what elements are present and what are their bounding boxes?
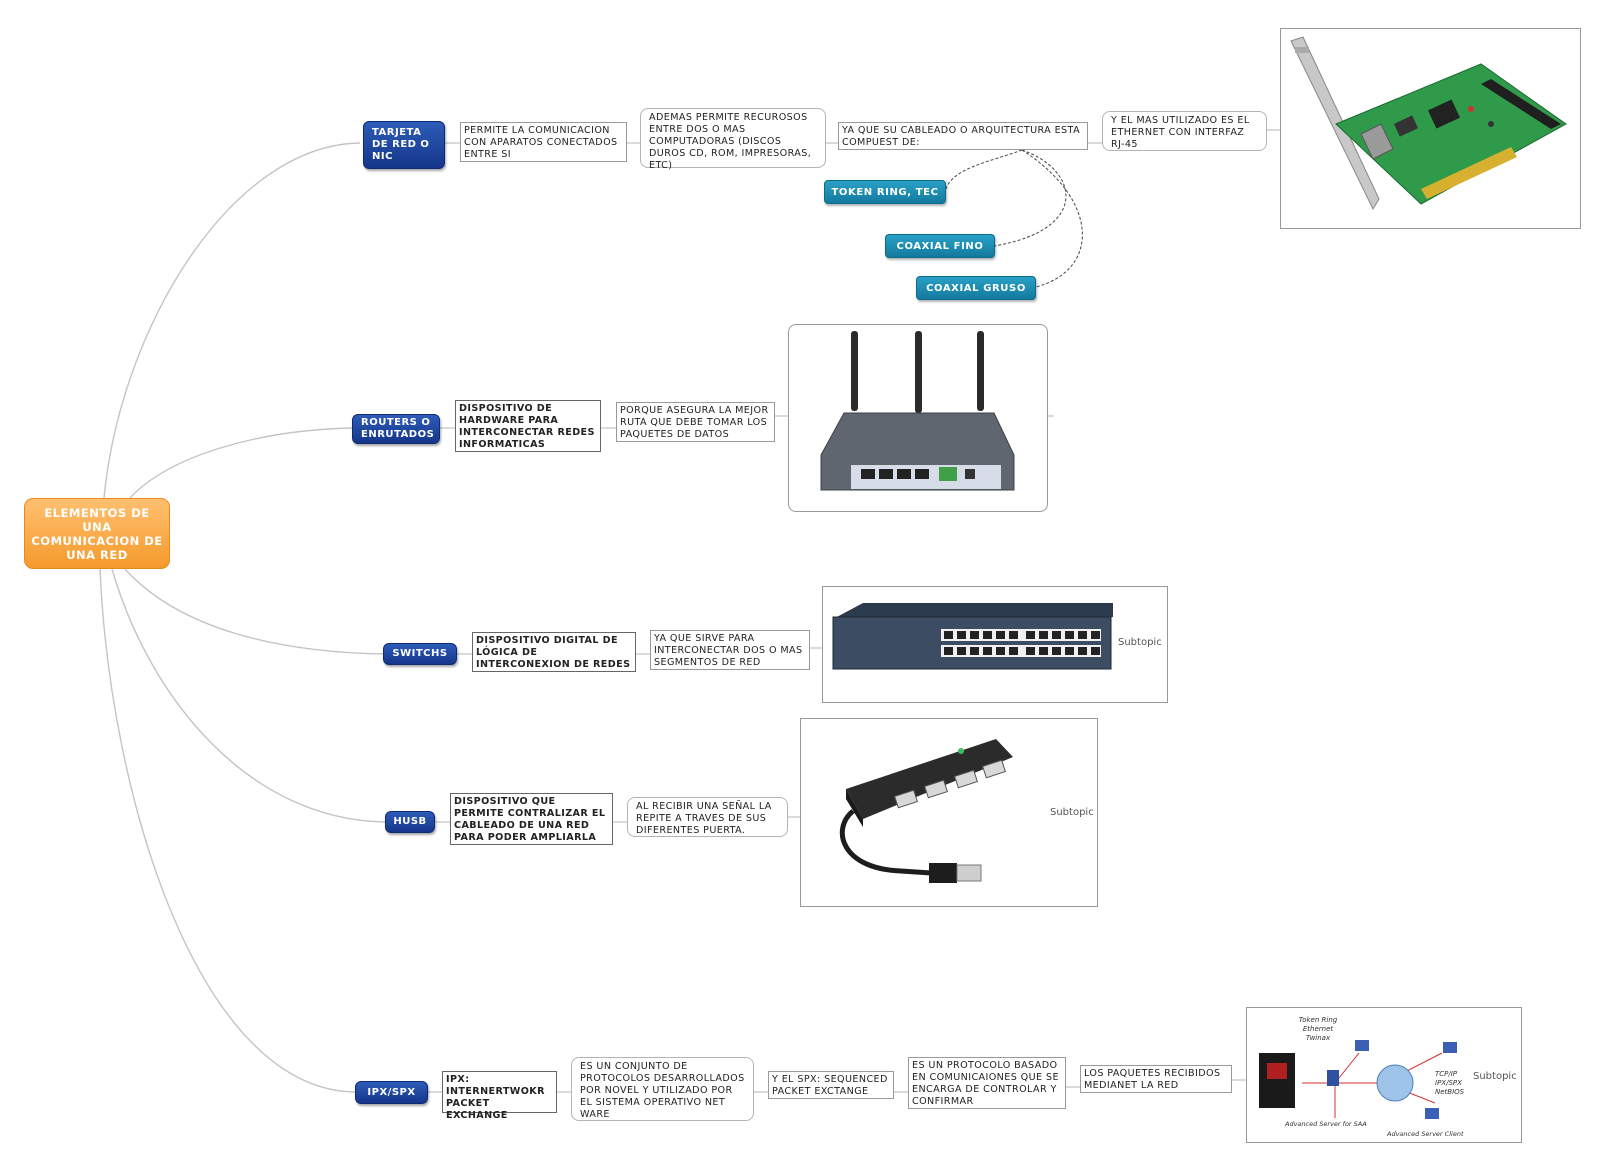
ipx-desc-4-text: ES UN PROTOCOLO BASADO EN COMUNICAIONES … bbox=[912, 1060, 1059, 1107]
ipx-desc-2-text: ES UN CONJUNTO DE PROTOCOLOS DESARROLLAD… bbox=[580, 1061, 745, 1120]
ipx-subtopic[interactable]: Subtopic bbox=[1473, 1071, 1517, 1082]
topic-husb-label: HUSB bbox=[393, 816, 427, 827]
switch-icon bbox=[832, 603, 1113, 670]
nic-card-image[interactable] bbox=[1280, 28, 1581, 229]
ipx-desc-3-text: Y EL SPX: SEQUENCED PACKET EXCTANGE bbox=[772, 1074, 888, 1097]
ipx-desc-4[interactable]: ES UN PROTOCOLO BASADO EN COMUNICAIONES … bbox=[908, 1057, 1066, 1109]
routers-desc-2-text: PORQUE ASEGURA LA MEJOR RUTA QUE DEBE TO… bbox=[620, 405, 769, 440]
switch-desc-2-text: YA QUE SIRVE PARA INTERCONECTAR DOS O MA… bbox=[654, 633, 803, 668]
router-image[interactable] bbox=[788, 324, 1048, 512]
topic-routers-label: ROUTERS O ENRUTADOS bbox=[361, 417, 435, 440]
ipx-desc-3[interactable]: Y EL SPX: SEQUENCED PACKET EXCTANGE bbox=[768, 1071, 894, 1099]
topic-ipx-spx[interactable]: IPX/SPX bbox=[355, 1081, 428, 1104]
switch-subtopic[interactable]: Subtopic bbox=[1118, 637, 1162, 648]
routers-desc-1[interactable]: DISPOSITIVO DE HARDWARE PARA INTERCONECT… bbox=[455, 400, 601, 452]
tarjeta-desc-4-text: Y EL MAS UTILIZADO ES EL ETHERNET CON IN… bbox=[1111, 115, 1250, 150]
ipx-desc-1[interactable]: IPX: INTERNERTWOKR PACKET EXCHANGE bbox=[442, 1071, 557, 1121]
ipx-desc-5-text: LOS PAQUETES RECIBIDOS MEDIANET LA RED bbox=[1084, 1068, 1221, 1091]
husb-desc-1[interactable]: DISPOSITIVO QUE PERMITE CONTRALIZAR EL C… bbox=[450, 793, 613, 845]
router-icon bbox=[820, 331, 1015, 491]
diagram-label-client: Advanced Server Client bbox=[1387, 1130, 1464, 1138]
tarjeta-desc-3-text: YA QUE SU CABLEADO O ARQUITECTURA ESTA C… bbox=[842, 125, 1081, 148]
cable-token-ring-label: TOKEN RING, TEC bbox=[831, 186, 939, 198]
topic-tarjeta-label: TARJETA DE RED O NIC bbox=[372, 127, 430, 162]
ipx-desc-5[interactable]: LOS PAQUETES RECIBIDOS MEDIANET LA RED bbox=[1080, 1065, 1232, 1093]
husb-desc-2-text: AL RECIBIR UNA SEÑAL LA REPITE A TRAVES … bbox=[636, 801, 772, 836]
central-topic-label: ELEMENTOS DE UNA COMUNICACION DE UNA RED bbox=[31, 505, 163, 562]
tarjeta-desc-1[interactable]: PERMITE LA COMUNICACION CON APARATOS CON… bbox=[460, 122, 627, 162]
switch-desc-2[interactable]: YA QUE SIRVE PARA INTERCONECTAR DOS O MA… bbox=[650, 630, 810, 670]
routers-desc-1-text: DISPOSITIVO DE HARDWARE PARA INTERCONECT… bbox=[459, 403, 595, 450]
switch-desc-1[interactable]: DISPOSITIVO DIGITAL DE LÓGICA DE INTERCO… bbox=[472, 632, 636, 672]
topic-husb[interactable]: HUSB bbox=[385, 811, 435, 833]
cable-coaxial-gruso[interactable]: COAXIAL GRUSO bbox=[916, 276, 1036, 300]
cable-coaxial-fino[interactable]: COAXIAL FINO bbox=[885, 234, 995, 258]
topic-tarjeta[interactable]: TARJETA DE RED O NIC bbox=[363, 121, 445, 169]
network-diagram-image[interactable]: Token Ring Ethernet Twinax TCP/IP IPX/SP… bbox=[1246, 1007, 1522, 1143]
cable-coaxial-gruso-label: COAXIAL GRUSO bbox=[926, 282, 1026, 294]
diagram-label-protocols: TCP/IP IPX/SPX NetBIOS bbox=[1435, 1070, 1465, 1096]
tarjeta-desc-4[interactable]: Y EL MAS UTILIZADO ES EL ETHERNET CON IN… bbox=[1102, 111, 1267, 151]
ipx-desc-2[interactable]: ES UN CONJUNTO DE PROTOCOLOS DESARROLLAD… bbox=[571, 1057, 754, 1121]
tarjeta-desc-2-text: ADEMAS PERMITE RECUROSOS ENTRE DOS O MAS… bbox=[649, 112, 812, 171]
diagram-label-cables: Token Ring Ethernet Twinax bbox=[1298, 1016, 1338, 1042]
switch-image[interactable]: Subtopic bbox=[822, 586, 1168, 703]
central-topic[interactable]: ELEMENTOS DE UNA COMUNICACION DE UNA RED bbox=[24, 498, 170, 569]
network-card-icon bbox=[1290, 36, 1567, 211]
husb-desc-1-text: DISPOSITIVO QUE PERMITE CONTRALIZAR EL C… bbox=[454, 796, 606, 843]
diagram-label-server: Advanced Server for SAA bbox=[1285, 1120, 1367, 1128]
switch-desc-1-text: DISPOSITIVO DIGITAL DE LÓGICA DE INTERCO… bbox=[476, 635, 631, 670]
cable-coaxial-fino-label: COAXIAL FINO bbox=[896, 240, 984, 252]
hub-image[interactable]: Subtopic bbox=[800, 718, 1098, 907]
tarjeta-desc-3[interactable]: YA QUE SU CABLEADO O ARQUITECTURA ESTA C… bbox=[838, 122, 1088, 150]
usb-hub-icon bbox=[839, 739, 1013, 883]
tarjeta-desc-2[interactable]: ADEMAS PERMITE RECUROSOS ENTRE DOS O MAS… bbox=[640, 108, 826, 171]
topic-routers[interactable]: ROUTERS O ENRUTADOS bbox=[352, 414, 440, 444]
topic-switchs-label: SWITCHS bbox=[392, 648, 448, 659]
topic-ipx-spx-label: IPX/SPX bbox=[367, 1086, 416, 1098]
network-topology-icon bbox=[1259, 1040, 1457, 1119]
topic-switchs[interactable]: SWITCHS bbox=[383, 643, 457, 665]
cable-token-ring[interactable]: TOKEN RING, TEC bbox=[824, 180, 946, 204]
hub-subtopic[interactable]: Subtopic bbox=[1050, 807, 1094, 818]
ipx-desc-1-text: IPX: INTERNERTWOKR PACKET EXCHANGE bbox=[446, 1074, 545, 1121]
routers-desc-2[interactable]: PORQUE ASEGURA LA MEJOR RUTA QUE DEBE TO… bbox=[616, 402, 775, 442]
husb-desc-2[interactable]: AL RECIBIR UNA SEÑAL LA REPITE A TRAVES … bbox=[627, 797, 788, 837]
tarjeta-desc-1-text: PERMITE LA COMUNICACION CON APARATOS CON… bbox=[464, 125, 618, 160]
